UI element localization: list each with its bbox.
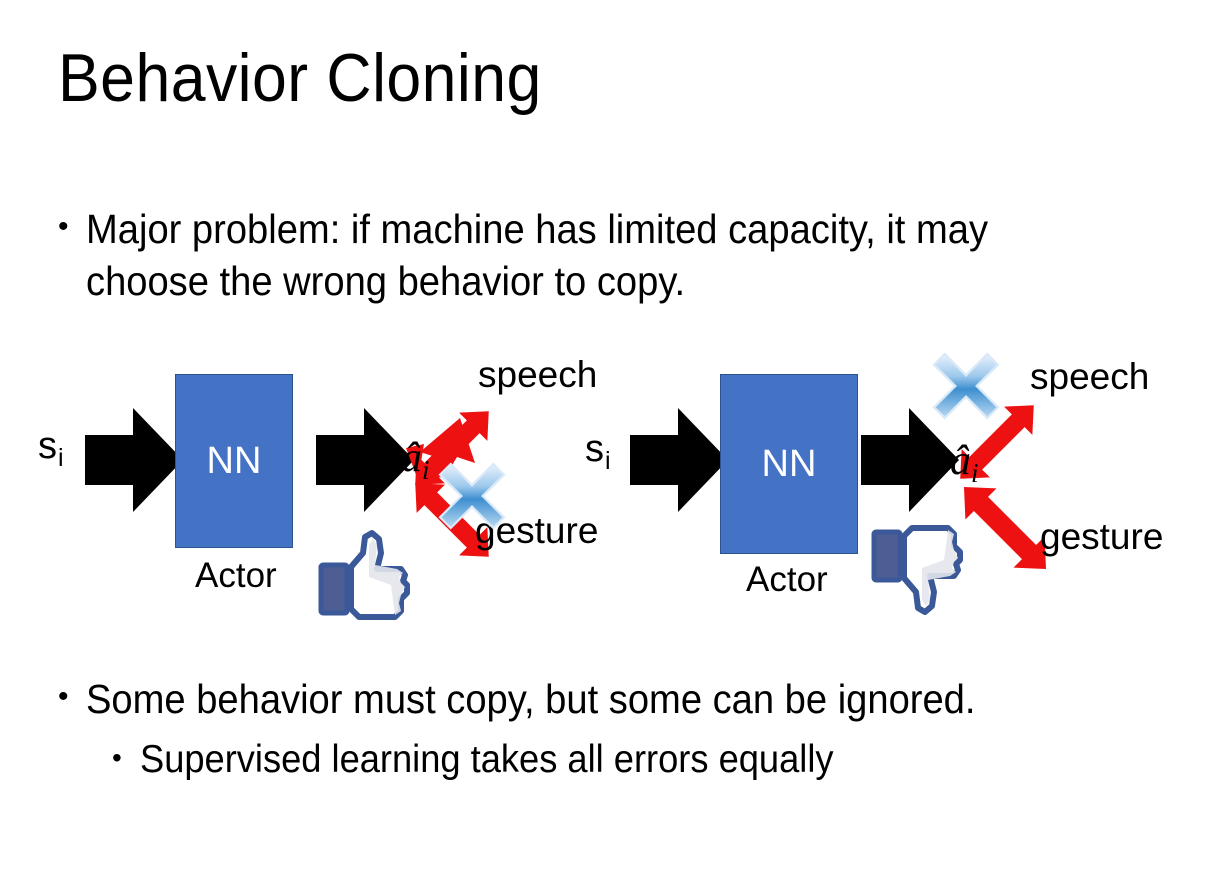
nn-box-right[interactable]: NN (720, 374, 858, 554)
thumbs-down-icon (868, 520, 968, 625)
action-label-right: âi (950, 440, 979, 487)
nn-box-label: NN (761, 442, 817, 485)
state-label-right: si (585, 430, 611, 474)
bullet-top-text: Major problem: if machine has limited ca… (86, 206, 989, 305)
input-arrow-icon (630, 408, 728, 512)
state-symbol: s (585, 428, 604, 470)
state-subscript: i (605, 447, 611, 475)
bullet-top: • Major problem: if machine has limited … (58, 203, 1088, 308)
page-title: Behavior Cloning (58, 40, 542, 116)
action-label-left: âi (401, 437, 430, 484)
action-symbol: â (401, 435, 422, 481)
branch-arrow-gesture-shape (963, 486, 1047, 570)
branch-arrow-speech-shape (415, 411, 489, 485)
bullet-bottom-2-text: Supervised learning takes all errors equ… (140, 738, 834, 781)
branch-label-gesture-right: gesture (1040, 516, 1164, 557)
bullet-bottom-1-text: Some behavior must copy, but some can be… (86, 676, 976, 722)
output-arrow-icon (316, 408, 414, 512)
cross-blue-icon-speech-right (928, 348, 1004, 429)
cross-blue-icon-gesture-left (434, 458, 510, 539)
action-subscript: i (971, 458, 979, 489)
branch-label-speech-left: speech (478, 354, 598, 395)
bullet-marker-icon: • (58, 210, 69, 243)
actor-label-right: Actor (746, 560, 828, 599)
thumbs-up-icon (315, 525, 415, 630)
action-symbol: â (950, 438, 971, 484)
diagram-right-bad-case: si NN Actor âi speech gesture (565, 330, 1165, 630)
state-label-left: si (38, 427, 64, 471)
output-arrow-icon (861, 408, 959, 512)
state-subscript: i (58, 444, 64, 472)
bullet-marker-icon: • (58, 680, 69, 713)
bullet-bottom-1: • Some behavior must copy, but some can … (58, 673, 1168, 725)
diagram-right-vector-layer (630, 405, 1047, 570)
bullet-marker-icon: • (112, 742, 122, 773)
bullet-bottom-2: • Supervised learning takes all errors e… (112, 735, 1172, 785)
actor-label-left: Actor (195, 556, 277, 595)
branch-arrow-speech-shape (960, 405, 1034, 479)
branch-label-speech-right: speech (1030, 356, 1150, 397)
action-subscript: i (422, 455, 430, 486)
diagram-left-good-case: si NN Actor âi speech gesture (20, 330, 620, 630)
nn-box-label: NN (206, 439, 262, 482)
state-symbol: s (38, 425, 57, 467)
nn-box-left[interactable]: NN (175, 374, 293, 548)
input-arrow-icon (85, 408, 183, 512)
